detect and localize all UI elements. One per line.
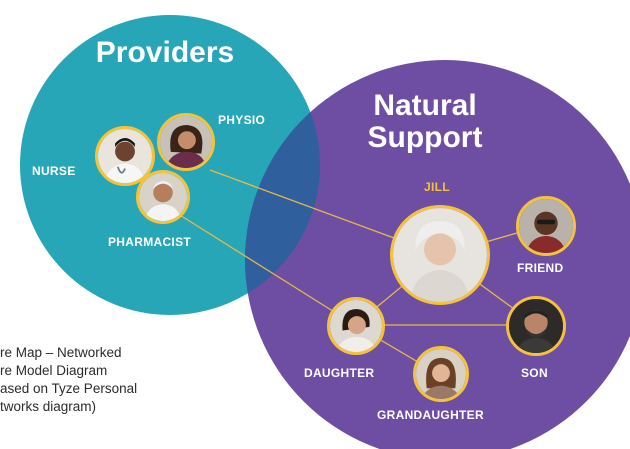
physio-label: PHYSIO bbox=[218, 113, 266, 127]
son-label: SON bbox=[521, 366, 548, 380]
natural-support-title: Natural Support bbox=[345, 90, 505, 154]
jill-label: JILL bbox=[424, 180, 450, 194]
nurse-label: NURSE bbox=[32, 164, 76, 178]
caption-line-4: tworks diagram) bbox=[0, 399, 97, 414]
pharmacist-portrait bbox=[136, 170, 190, 224]
natural-support-title-line1: Natural bbox=[373, 89, 477, 122]
natural-support-title-line2: Support bbox=[367, 121, 483, 154]
friend-label: FRIEND bbox=[517, 261, 564, 275]
granddaughter-portrait bbox=[413, 346, 469, 402]
caption-line-3: ased on Tyze Personal bbox=[0, 381, 138, 396]
connector-pharmacist-daughter bbox=[174, 211, 356, 326]
providers-title: Providers bbox=[95, 36, 235, 69]
physio-portrait bbox=[157, 113, 215, 171]
daughter-portrait bbox=[327, 297, 385, 355]
granddaughter-label: GRANDAUGHTER bbox=[377, 408, 484, 422]
jill-portrait bbox=[390, 205, 490, 305]
caption-line-1: re Map – Networked bbox=[0, 345, 122, 360]
pharmacist-label: PHARMACIST bbox=[108, 235, 191, 249]
diagram-caption: re Map – Networked re Model Diagram ased… bbox=[0, 344, 250, 416]
friend-portrait bbox=[516, 196, 576, 256]
son-portrait bbox=[506, 296, 566, 356]
daughter-label: DAUGHTER bbox=[304, 366, 375, 380]
nurse-portrait bbox=[95, 126, 155, 186]
caption-line-2: re Model Diagram bbox=[0, 363, 108, 378]
